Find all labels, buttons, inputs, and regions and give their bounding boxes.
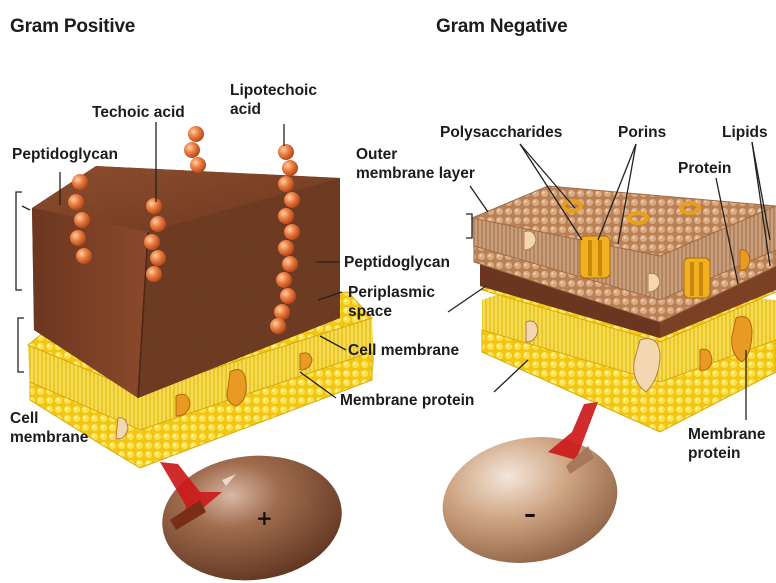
label-porins: Porins	[618, 124, 666, 141]
gram-negative-title: Gram Negative	[436, 16, 568, 37]
gram-negative-cell	[433, 402, 628, 576]
positive-charge-sign: +	[256, 506, 273, 530]
label-peptidoglycan-side: Peptidoglycan	[344, 254, 450, 271]
label-outer-membrane-line2: membrane layer	[356, 165, 475, 182]
label-membrane-protein: Membrane protein	[340, 392, 474, 409]
gram-positive-cell	[156, 447, 348, 583]
label-peptidoglycan-top: Peptidoglycan	[12, 146, 118, 163]
label-membrane-protein-gn-line2: protein	[688, 445, 741, 462]
porin-2	[684, 258, 710, 298]
gram-positive-title: Gram Positive	[10, 16, 135, 37]
negative-charge-sign: –	[524, 500, 536, 528]
label-cell-membrane-mid: Cell membrane	[348, 342, 459, 359]
label-cell-membrane-left-line1: Cell	[10, 410, 38, 427]
label-periplasmic-line2: space	[348, 303, 392, 320]
label-cell-membrane-left-line2: membrane	[10, 429, 88, 446]
label-protein: Protein	[678, 160, 731, 177]
label-periplasmic-line1: Periplasmic	[348, 284, 435, 301]
label-membrane-protein-gn-line1: Membrane	[688, 426, 766, 443]
label-outer-membrane-line1: Outer	[356, 146, 397, 163]
porin-1	[580, 236, 610, 278]
label-polysaccharides: Polysaccharides	[440, 124, 562, 141]
label-lipids: Lipids	[722, 124, 768, 141]
label-techoic-acid: Techoic acid	[92, 104, 185, 121]
label-lipotechoic-acid-line1: Lipotechoic	[230, 82, 317, 99]
label-lipotechoic-acid-line2: acid	[230, 101, 261, 118]
